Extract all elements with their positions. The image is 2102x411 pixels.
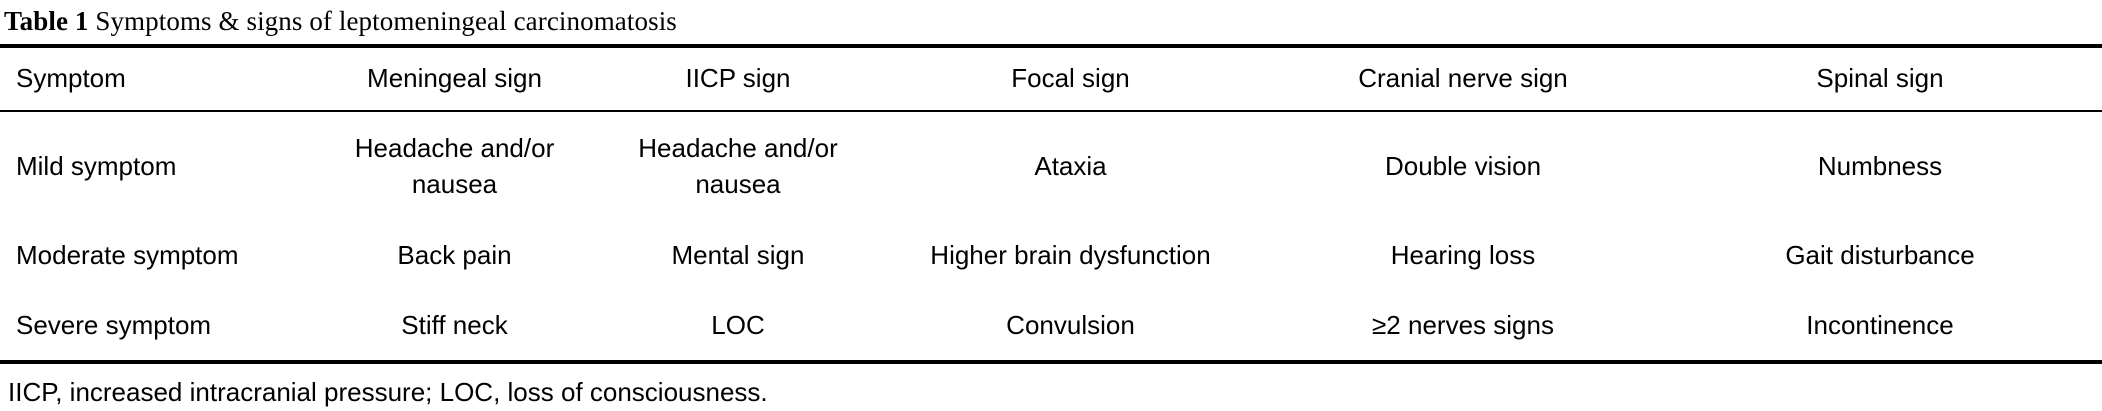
header-row: Symptom Meningeal sign IICP sign Focal s… <box>0 46 2102 111</box>
cell-iicp-sign: LOC <box>711 310 765 340</box>
cell-symptom: Severe symptom <box>16 310 212 340</box>
table-body: Mild symptom Headache and/or nausea Head… <box>0 111 2102 362</box>
table-caption-text: Symptoms & signs of leptomeningeal carci… <box>88 6 677 36</box>
table-row: Moderate symptom Back pain Mental sign H… <box>0 220 2102 290</box>
cell-iicp-sign: Mental sign <box>671 240 805 270</box>
cell-cranial-nerve-sign: Hearing loss <box>1390 240 1536 270</box>
cell-spinal-sign: Numbness <box>1817 151 1943 181</box>
cell-focal-sign: Higher brain dysfunction <box>930 240 1211 270</box>
cell-spinal-sign: Gait disturbance <box>1785 240 1975 270</box>
cell-line-1: Headache and/or <box>638 133 838 163</box>
cell-meningeal-sign: Back pain <box>397 240 512 270</box>
cell-focal-sign: Convulsion <box>1006 310 1135 340</box>
table-caption-label: Table 1 <box>4 6 89 36</box>
table-footnote: IICP, increased intracranial pressure; L… <box>8 377 768 407</box>
cell-spinal-sign: Incontinence <box>1806 310 1954 340</box>
column-header-meningeal-sign: Meningeal sign <box>367 63 542 93</box>
cell-symptom: Mild symptom <box>16 151 177 181</box>
table-row: Severe symptom Stiff neck LOC Convulsion… <box>0 290 2102 362</box>
cell-meningeal-sign: Headache and/or nausea <box>306 111 603 220</box>
cell-focal-sign: Ataxia <box>1034 151 1107 181</box>
column-header-spinal-sign: Spinal sign <box>1816 63 1944 93</box>
cell-iicp-sign: Headache and/or nausea <box>603 111 873 220</box>
cell-cranial-nerve-sign: Double vision <box>1384 151 1542 181</box>
cell-line-2: nausea <box>695 169 781 199</box>
column-header-iicp-sign: IICP sign <box>685 63 791 93</box>
cell-symptom: Moderate symptom <box>16 240 239 270</box>
symptoms-signs-table: Symptom Meningeal sign IICP sign Focal s… <box>0 44 2102 364</box>
column-header-cranial-nerve-sign: Cranial nerve sign <box>1358 63 1568 93</box>
cell-meningeal-sign: Stiff neck <box>401 310 508 340</box>
column-header-focal-sign: Focal sign <box>1011 63 1130 93</box>
cell-cranial-nerve-sign: ≥2 nerves signs <box>1372 310 1554 340</box>
cell-line-1: Headache and/or <box>354 133 555 163</box>
column-header-symptom: Symptom <box>16 63 126 93</box>
table-row: Mild symptom Headache and/or nausea Head… <box>0 111 2102 220</box>
table-caption: Table 1 Symptoms & signs of leptomeninge… <box>0 0 2102 44</box>
table-header: Symptom Meningeal sign IICP sign Focal s… <box>0 46 2102 111</box>
cell-line-2: nausea <box>411 169 498 199</box>
